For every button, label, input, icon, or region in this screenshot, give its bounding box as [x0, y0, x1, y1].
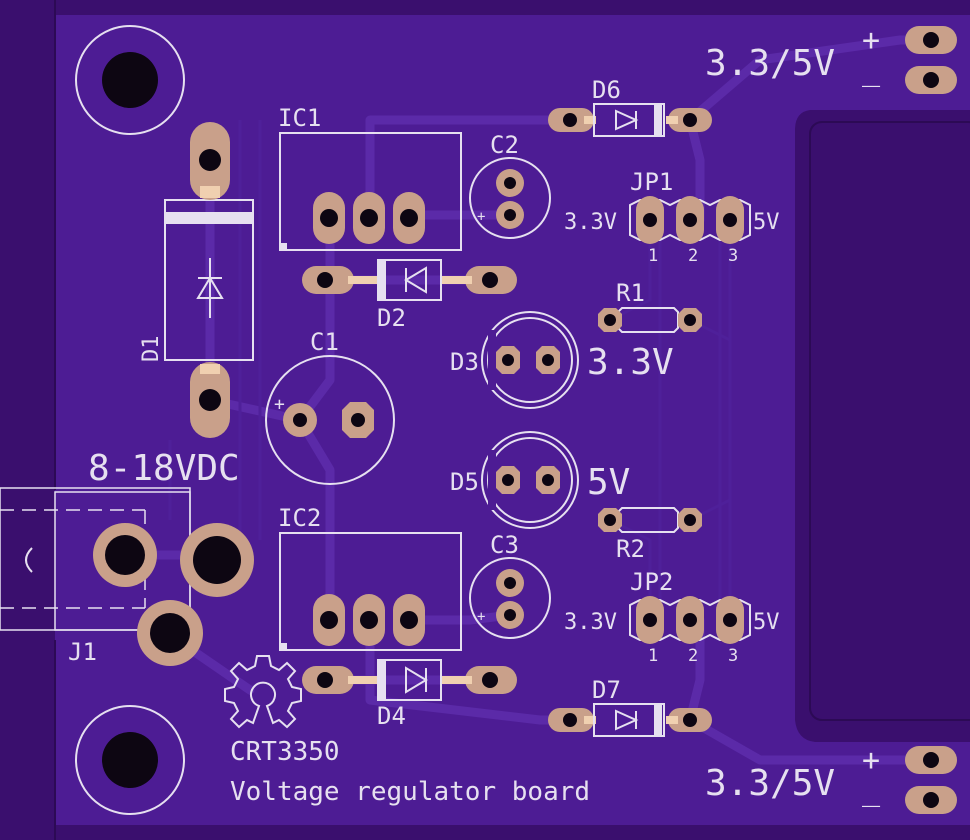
- diode-d4: D4: [302, 659, 517, 730]
- jp1-label: JP1: [630, 168, 673, 196]
- input-voltage-label: 8-18VDC: [88, 448, 240, 489]
- d6-label: D6: [592, 76, 621, 104]
- out-bottom-plus: +: [862, 743, 880, 778]
- out-bottom-minus: _: [862, 773, 881, 808]
- resistor-r1: R1: [598, 279, 702, 333]
- jp2-right-label: 5V: [753, 610, 780, 635]
- ic2: IC2: [278, 504, 462, 651]
- jp2-label: JP2: [630, 568, 673, 596]
- board-cutout: [809, 121, 970, 721]
- led-d5: D5 5V: [450, 431, 630, 529]
- c1-plus: +: [274, 394, 285, 415]
- out-top-plus: +: [862, 23, 880, 58]
- jp1-left-label: 3.3V: [564, 210, 617, 235]
- mounting-hole-bottom: [75, 705, 185, 815]
- d7-label: D7: [592, 676, 621, 704]
- jumper-jp1: JP1 3.3V 5V 1 2 3: [564, 168, 780, 266]
- board-title: CRT3350: [230, 737, 340, 767]
- diode-d2: D2: [302, 259, 517, 332]
- power-jack-j1: J1 8-18VDC: [0, 448, 254, 666]
- d4-label: D4: [377, 702, 406, 730]
- c2-label: C2: [490, 131, 519, 159]
- j1-label: J1: [68, 638, 97, 666]
- c2-plus: +: [477, 209, 485, 225]
- d2-label: D2: [377, 304, 406, 332]
- ic1: IC1: [278, 104, 462, 251]
- led-5-label: 5V: [587, 462, 630, 503]
- mounting-hole-top: [75, 25, 185, 135]
- output-terminal-top: + _ 3.3/5V: [705, 23, 957, 94]
- jumper-jp2: JP2 3.3V 5V 1 2 3: [564, 568, 780, 666]
- r1-label: R1: [616, 279, 645, 307]
- d1-label: D1: [139, 336, 164, 363]
- ic1-label: IC1: [278, 104, 321, 132]
- capacitor-c3: + C3: [469, 531, 551, 639]
- board-subtitle: Voltage regulator board: [230, 777, 590, 807]
- led-33-label: 3.3V: [587, 342, 674, 383]
- led-d3: D3 3.3V: [450, 311, 674, 409]
- output-terminal-bottom: + _ 3.3/5V: [705, 743, 957, 814]
- jp2-pin3: 3: [728, 646, 738, 666]
- jp1-pin2: 2: [688, 246, 698, 266]
- jp1-right-label: 5V: [753, 210, 780, 235]
- diode-d7: D7: [548, 676, 712, 737]
- r2-label: R2: [616, 535, 645, 563]
- c3-plus: +: [477, 609, 485, 625]
- ic2-label: IC2: [278, 504, 321, 532]
- jp2-pin1: 1: [648, 646, 658, 666]
- out-top-label: 3.3/5V: [705, 43, 835, 84]
- jp1-pin1: 1: [648, 246, 658, 266]
- resistor-r2: R2: [598, 507, 702, 563]
- diode-d6: D6: [548, 76, 712, 137]
- capacitor-c2: + C2: [469, 131, 551, 239]
- jp1-pin3: 3: [728, 246, 738, 266]
- out-top-minus: _: [862, 53, 881, 88]
- diode-d1: D1: [139, 122, 254, 438]
- open-hardware-gear-icon: [224, 655, 302, 729]
- board-left-edge: [0, 0, 55, 840]
- jp2-left-label: 3.3V: [564, 610, 617, 635]
- d3-label: D3: [450, 348, 479, 376]
- out-bottom-label: 3.3/5V: [705, 763, 835, 804]
- d5-label: D5: [450, 468, 479, 496]
- c1-label: C1: [310, 328, 339, 356]
- capacitor-c1: + C1: [265, 328, 395, 485]
- c3-label: C3: [490, 531, 519, 559]
- jp2-pin2: 2: [688, 646, 698, 666]
